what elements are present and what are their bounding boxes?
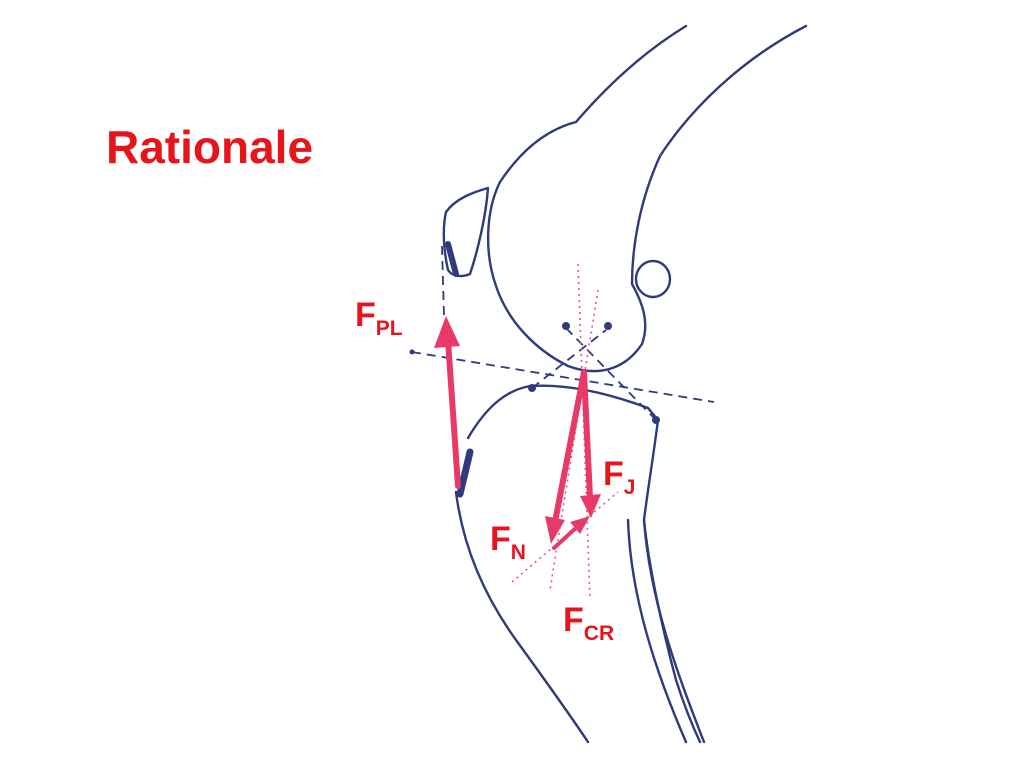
- normal-force-arrow: [552, 524, 580, 550]
- label-fpl-main: F: [355, 296, 376, 334]
- fibula-outline: [642, 518, 702, 744]
- patellar-ligament-top: [445, 241, 459, 277]
- tibial-plateau-line: [411, 351, 715, 403]
- ligament-point: [528, 384, 536, 392]
- label-fj: FJ: [603, 457, 635, 498]
- label-fn: FN: [490, 522, 526, 563]
- cruciate-ligament-line-1: [531, 329, 607, 389]
- label-fn-sub: N: [510, 541, 526, 564]
- ligament-point: [409, 349, 415, 355]
- tibia-cranial-outline: [454, 490, 590, 744]
- patellar-ligament-bottom: [456, 448, 474, 498]
- patella-outline: [442, 186, 490, 278]
- cranial-tibial-force-arrow: [581, 369, 593, 501]
- joint-force-line: [549, 289, 599, 591]
- patellar-ligament-force-arrow: [445, 337, 461, 489]
- arrowhead-fpl: [434, 316, 460, 348]
- arrowhead-fcr: [580, 494, 601, 518]
- fibula-inner-outline: [626, 518, 688, 744]
- ligament-point: [604, 322, 612, 330]
- normal-force-line: [511, 491, 619, 583]
- fabella-outline: [634, 259, 672, 299]
- slide-title: Rationale: [106, 121, 314, 173]
- label-fpl: FPL: [355, 298, 403, 339]
- label-fcr-main: F: [563, 601, 584, 639]
- arrowhead-fn: [570, 516, 590, 534]
- patellar-tendon-line: [441, 245, 445, 317]
- label-fcr-sub: CR: [583, 622, 615, 645]
- label-fj-main: F: [603, 455, 624, 493]
- arrowhead-fj: [545, 516, 565, 544]
- ligament-point: [652, 416, 660, 424]
- joint-force-arrow: [552, 369, 587, 525]
- ligament-point: [562, 322, 570, 330]
- label-fpl-sub: PL: [375, 317, 403, 340]
- label-fj-sub: J: [623, 476, 636, 499]
- label-fn-main: F: [490, 520, 511, 558]
- femur-outline: [486, 24, 808, 373]
- label-fcr: FCR: [563, 603, 614, 644]
